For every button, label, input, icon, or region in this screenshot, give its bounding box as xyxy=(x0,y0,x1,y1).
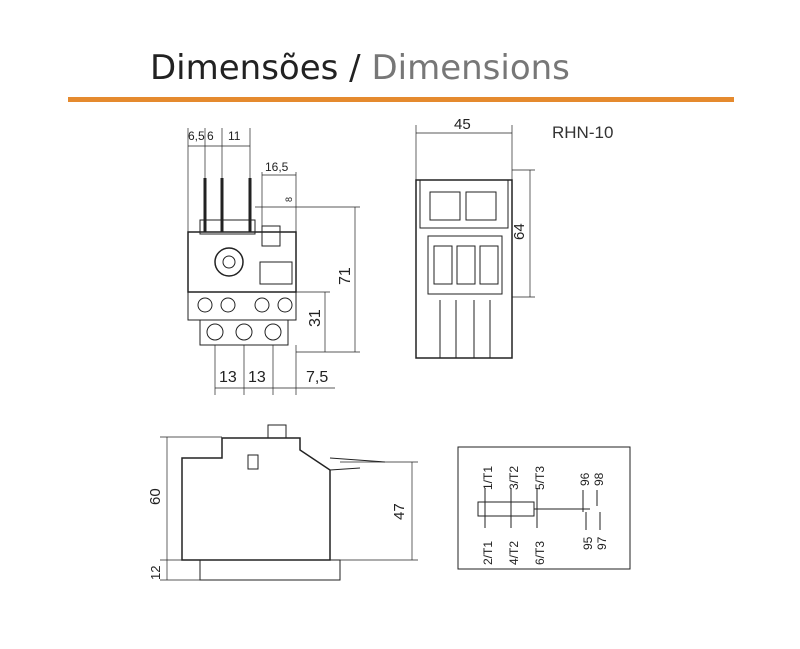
terminal-4-t2: 4/T2 xyxy=(507,541,521,565)
dim-profile-height: 60 xyxy=(147,488,164,505)
profile-view xyxy=(160,424,418,581)
dim-a: 6,5 xyxy=(188,129,205,143)
dim-width: 45 xyxy=(454,116,471,133)
dim-b: 6 xyxy=(207,129,214,143)
dim-base: 12 xyxy=(148,566,163,580)
terminal-3-t2: 3/T2 xyxy=(507,466,521,490)
page-title: Dimensões / Dimensions xyxy=(150,48,570,88)
terminal-5-t3: 5/T3 xyxy=(533,466,547,490)
aux-96: 96 xyxy=(578,472,592,486)
orange-divider xyxy=(68,97,734,102)
dim-offset: 7,5 xyxy=(306,369,328,386)
wiring-schematic xyxy=(457,446,631,570)
side-view xyxy=(415,125,535,359)
aux-97: 97 xyxy=(595,536,609,550)
terminal-1-t1: 1/T1 xyxy=(481,466,495,490)
dim-e: 8 xyxy=(284,197,294,202)
dim-d: 16,5 xyxy=(265,160,289,174)
dim-pitch2: 13 xyxy=(248,369,266,386)
dim-lower-height: 31 xyxy=(307,309,324,327)
aux-95: 95 xyxy=(581,536,595,550)
dim-pitch1: 13 xyxy=(219,369,237,386)
model-label: RHN-10 xyxy=(552,123,614,142)
dim-c: 11 xyxy=(228,129,241,143)
title-portuguese: Dimensões xyxy=(150,48,339,88)
dim-height: 71 xyxy=(337,267,354,285)
dim-mount: 47 xyxy=(391,503,408,520)
front-view xyxy=(187,128,360,395)
aux-98: 98 xyxy=(592,472,606,486)
terminal-2-t1: 2/T1 xyxy=(481,541,495,565)
title-english: Dimensions xyxy=(371,48,570,88)
terminal-6-t3: 6/T3 xyxy=(533,541,547,565)
title-separator: / xyxy=(338,48,372,88)
dim-side-height: 64 xyxy=(511,223,528,240)
